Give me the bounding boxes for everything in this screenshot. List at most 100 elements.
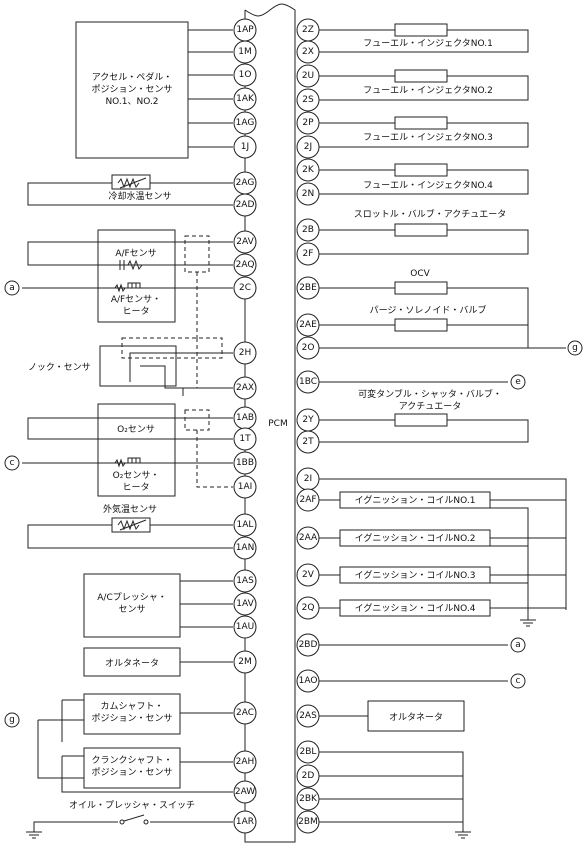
svg-text:2D: 2D [302,771,315,781]
pcm-pin-left-2ac: 2AC [233,701,257,725]
svg-text:2Y: 2Y [302,415,314,425]
pcm-pin-left-1av: 1AV [233,592,257,616]
injector3-label: フューエル・インジェクタNO.3 [363,132,493,143]
pcm-label: PCM [268,419,287,429]
af-heater-label: A/Fセンサ・ヒータ [111,294,161,317]
alternator-left-box [83,647,181,677]
svg-text:1O: 1O [239,70,252,80]
coil3-label: イグニッション・コイルNO.3 [355,569,476,581]
svg-text:1T: 1T [239,434,251,444]
svg-text:2AH: 2AH [236,757,255,767]
knock-sensor-label: ノック・センサ [28,362,91,373]
svg-text:2F: 2F [303,249,314,259]
svg-text:1AO: 1AO [299,676,318,686]
af-sensor-box [97,229,176,323]
camshaft-label: カムシャフト・ポジション・センサ [91,701,172,724]
svg-text:1AG: 1AG [236,118,255,128]
af-sensor-label: A/Fセンサ [115,248,156,259]
svg-text:2S: 2S [302,95,314,105]
connector-c-left: c [4,455,20,471]
ocv-label: OCV [410,269,430,279]
pcm-pin-left-2h: 2H [233,341,257,365]
pcm-pin-right-2f: 2F [296,242,320,266]
svg-text:2AC: 2AC [236,708,254,718]
svg-text:2BE: 2BE [299,283,317,293]
pcm-pin-right-1bc: 1BC [296,370,320,394]
pcm-pin-left-2av: 2AV [233,230,257,254]
pcm-pin-right-2bd: 2BD [296,633,320,657]
svg-text:1BB: 1BB [236,458,254,468]
svg-text:2K: 2K [302,165,315,175]
svg-text:2AW: 2AW [235,787,255,797]
pcm-pin-right-2d: 2D [296,764,320,788]
svg-text:1AP: 1AP [236,25,254,35]
svg-text:2C: 2C [239,283,251,293]
pcm-pin-left-1j: 1J [233,135,257,159]
svg-text:1AI: 1AI [238,482,253,492]
pcm-left-pins: 1AP1M1O1AK1AG1J2AG2AD2AV2AQ2C2H2AX1AB1T1… [233,18,257,834]
svg-text:2Z: 2Z [302,25,314,35]
pcm-pin-right-2bm: 2BM [296,810,320,834]
svg-text:2AX: 2AX [236,383,254,393]
connector-e-right: e [510,374,526,390]
svg-text:g: g [9,715,15,725]
pcm-pin-right-2q: 2Q [296,596,320,620]
purge-label: パージ・ソレノイド・バルブ [370,304,487,316]
connector-g-right: g [567,340,583,356]
alternator-right-label: オルタネータ [389,712,443,723]
ambient-sensor-label: 外気温センサ [103,503,157,515]
svg-text:2P: 2P [302,118,314,128]
svg-text:1J: 1J [241,142,249,152]
pcm-pin-left-2c: 2C [233,276,257,300]
svg-text:2BK: 2BK [299,794,318,804]
accel-sensor-box [75,21,189,159]
connector-g-left: g [4,712,20,728]
alternator-left-label: オルタネータ [105,658,159,669]
svg-text:2AE: 2AE [299,320,317,330]
pcm-pin-right-2y: 2Y [296,408,320,432]
svg-text:2AS: 2AS [299,711,317,721]
injector2-label: フューエル・インジェクタNO.2 [363,85,493,96]
o2-sensor-box [97,403,176,497]
svg-text:2BD: 2BD [299,640,318,650]
svg-text:2AA: 2AA [299,533,318,543]
pcm-pin-right-2n: 2N [296,182,320,206]
svg-text:1AV: 1AV [236,599,254,609]
pcm-pin-left-1al: 1AL [233,513,257,537]
svg-text:a: a [515,640,521,650]
svg-text:1AR: 1AR [236,817,254,827]
svg-text:1M: 1M [238,47,252,57]
coil1-label: イグニッション・コイルNO.1 [355,494,476,506]
injector4-label: フューエル・インジェクタNO.4 [363,180,493,191]
pcm-pin-left-1an: 1AN [233,536,257,560]
crankshaft-label: クランクシャフト・ポジション・センサ [91,755,172,778]
svg-text:2AQ: 2AQ [236,260,255,270]
pcm-pin-right-2ae: 2AE [296,313,320,337]
svg-text:1AN: 1AN [236,543,255,553]
crankshaft-box [83,747,181,789]
pcm-pin-right-2aa: 2AA [296,526,320,550]
svg-text:2B: 2B [302,225,314,235]
connector-a-left: a [4,280,20,296]
pcm-pin-right-1ao: 1AO [296,669,320,693]
pcm-pin-left-1ak: 1AK [233,87,257,111]
pcm-pin-left-1au: 1AU [233,615,257,639]
pcm-pin-right-2v: 2V [296,563,320,587]
pcm-pin-left-1bb: 1BB [233,451,257,475]
svg-text:1AS: 1AS [236,576,254,586]
injector1-label: フューエル・インジェクタNO.1 [363,38,493,49]
pcm-pin-right-2af: 2AF [296,488,320,512]
pcm-pin-right-2t: 2T [296,430,320,454]
svg-text:2I: 2I [304,474,312,484]
connector-c-right: c [510,673,526,689]
svg-text:c: c [516,676,521,686]
svg-text:1AU: 1AU [236,622,254,632]
pcm-pin-right-2z: 2Z [296,18,320,42]
pcm-pin-left-2aq: 2AQ [233,253,257,277]
pcm-body [244,3,296,843]
pcm-pin-left-1ab: 1AB [233,406,257,430]
pcm-pin-left-2ax: 2AX [233,376,257,400]
